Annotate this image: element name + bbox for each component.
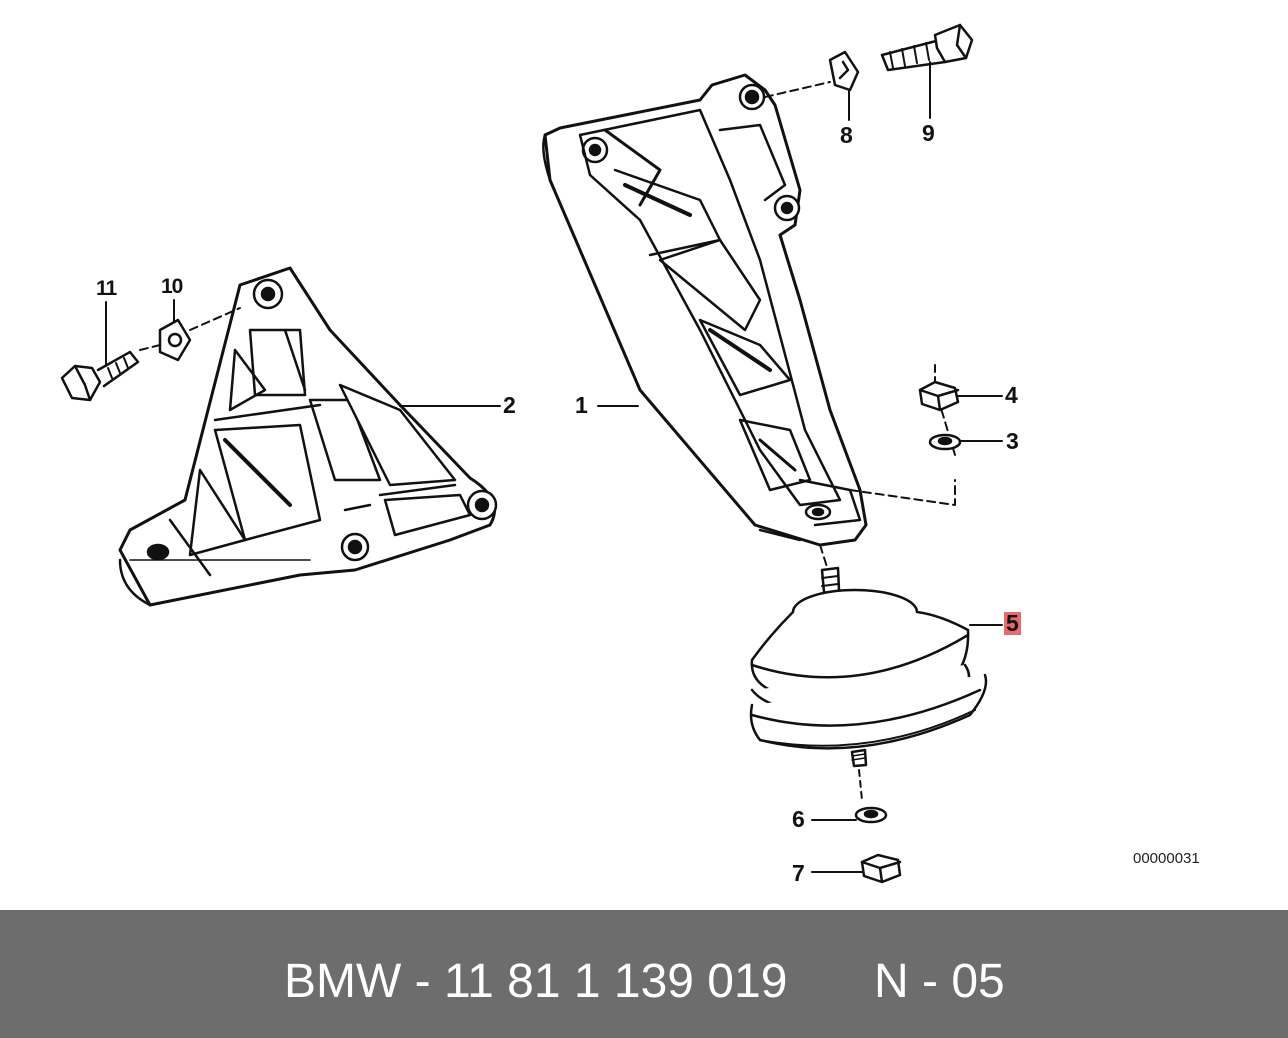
leader-dash-10 <box>139 307 241 351</box>
bolt-part-11 <box>60 350 140 402</box>
parts-diagram: 11 10 2 1 8 9 4 3 5 6 7 00000031 <box>60 23 1200 886</box>
leader-dash-6 <box>858 769 863 801</box>
parts-drawing <box>60 23 1003 884</box>
footer-bar <box>0 910 1288 1038</box>
callout-9[interactable]: 9 <box>922 120 935 146</box>
callout-1[interactable]: 1 <box>575 392 588 418</box>
bolt-part-9 <box>880 23 974 72</box>
callout-5-highlighted[interactable]: 5 <box>1004 610 1021 636</box>
part-number-text: BMW - 11 81 1 139 019 <box>284 955 788 1008</box>
callout-leaders <box>105 61 1003 873</box>
callout-4[interactable]: 4 <box>1005 382 1018 408</box>
washer-part-8 <box>828 50 860 92</box>
callout-2[interactable]: 2 <box>503 392 516 418</box>
page-reference: N - 05 <box>874 955 1005 1008</box>
callout-6[interactable]: 6 <box>792 806 805 832</box>
image-code: 00000031 <box>1133 850 1200 867</box>
washer-part-3 <box>928 433 962 451</box>
nut-part-7 <box>860 853 902 884</box>
bracket-left-part-2 <box>118 266 498 607</box>
callout-3[interactable]: 3 <box>1006 428 1019 454</box>
callout-7[interactable]: 7 <box>792 860 805 886</box>
callout-11[interactable]: 11 <box>96 277 117 300</box>
nut-part-4 <box>918 380 960 412</box>
washer-part-10 <box>158 318 192 362</box>
leader-dash-5 <box>819 544 829 571</box>
leader-dash-8 <box>764 81 831 98</box>
callout-10[interactable]: 10 <box>161 275 183 298</box>
engine-mount-part-5 <box>749 566 988 768</box>
callout-8[interactable]: 8 <box>840 122 853 148</box>
washer-part-6 <box>854 806 888 824</box>
bracket-main-part-1 <box>542 73 868 547</box>
